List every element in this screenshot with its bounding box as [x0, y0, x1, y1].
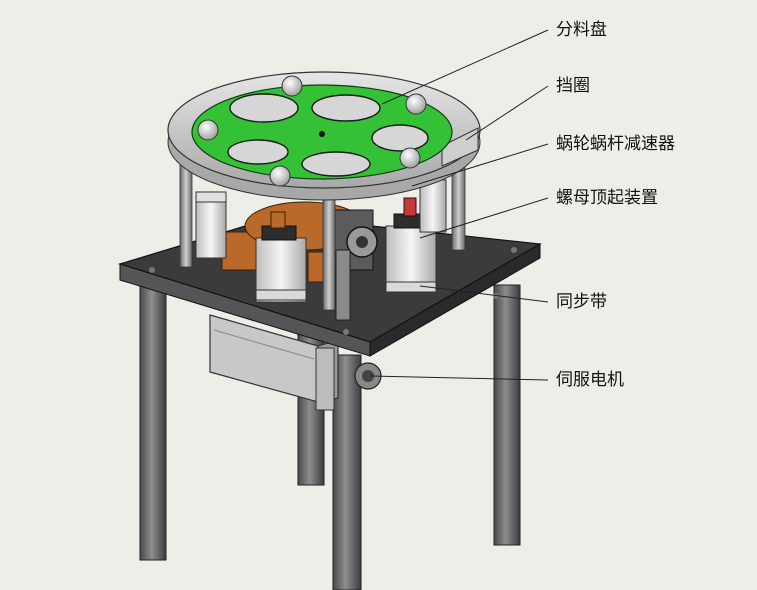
servo-motor-assembly — [209, 314, 382, 411]
leg-front-left — [139, 279, 167, 561]
label-nut-lifting-device: 螺母顶起装置 — [556, 188, 658, 208]
leader-timing-belt — [419, 285, 549, 303]
vertical-rod — [335, 249, 351, 321]
post-3 — [322, 189, 336, 311]
dome-cap — [197, 119, 219, 141]
disk-pocket — [311, 94, 381, 122]
post-1 — [179, 161, 193, 268]
leader-lines — [369, 29, 549, 381]
disk-pocket — [301, 151, 371, 177]
leader-distribution-disk — [381, 29, 549, 105]
label-distribution-disk: 分料盘 — [556, 20, 607, 40]
stand-legs — [139, 279, 521, 590]
disk-center-hole — [319, 131, 325, 137]
label-timing-belt: 同步带 — [556, 292, 607, 312]
label-retaining-ring: 挡圈 — [556, 76, 590, 96]
dome-cap — [269, 165, 291, 187]
dome-cap — [281, 75, 303, 97]
leader-nut-lifting-device — [419, 197, 549, 239]
disk-pocket — [371, 124, 429, 152]
nut-lifting-cylinders — [195, 179, 447, 303]
dome-cap — [405, 93, 427, 115]
leader-servo-motor — [369, 375, 549, 381]
leader-retaining-ring — [465, 85, 549, 141]
cylinder-right — [419, 179, 447, 233]
distribution-disk-assembly — [167, 71, 481, 201]
dome-cap — [399, 147, 421, 169]
cylinder-front-right — [385, 197, 437, 293]
disk-pocket — [229, 93, 299, 123]
cylinder-left — [195, 191, 227, 259]
leg-back-right — [493, 284, 521, 546]
disk-pocket — [227, 139, 289, 165]
cylinder-front-left — [255, 211, 307, 303]
plate-right-edge — [369, 243, 541, 357]
label-servo-motor: 伺服电机 — [556, 370, 624, 390]
label-worm-gear-reducer: 蜗轮蜗杆减速器 — [556, 134, 675, 154]
leader-worm-gear-reducer — [411, 143, 549, 187]
motor-bracket — [315, 347, 335, 411]
